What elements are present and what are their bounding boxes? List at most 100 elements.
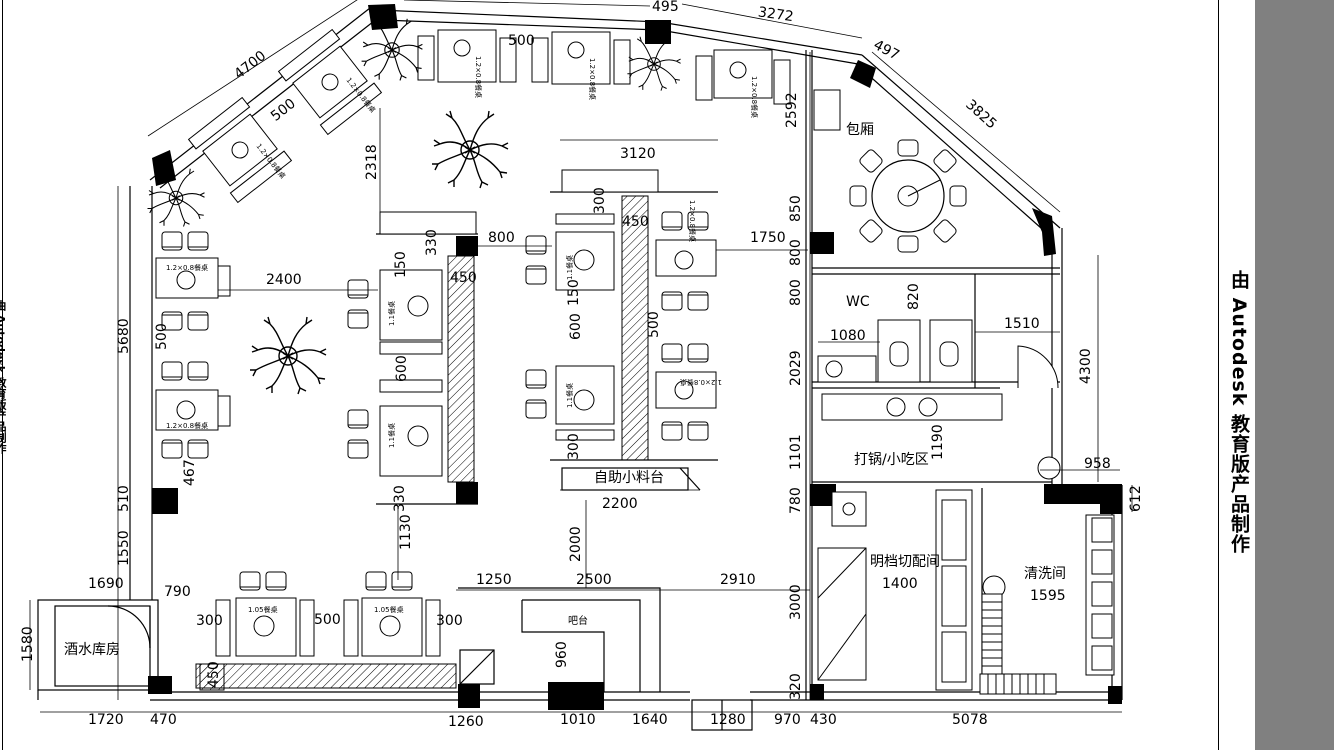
svg-text:320: 320	[788, 673, 804, 700]
svg-text:1250: 1250	[476, 572, 512, 588]
svg-text:300: 300	[436, 613, 463, 629]
svg-text:800: 800	[788, 279, 804, 306]
svg-text:1750: 1750	[750, 230, 786, 246]
label-wc: WC	[846, 294, 870, 310]
svg-text:495: 495	[652, 0, 679, 15]
svg-text:1.05餐桌: 1.05餐桌	[374, 605, 404, 614]
label-bar: 吧台	[568, 614, 588, 627]
svg-text:1510: 1510	[1004, 316, 1040, 332]
svg-text:2000: 2000	[568, 526, 584, 562]
svg-text:1.05餐桌: 1.05餐桌	[248, 605, 278, 614]
svg-text:150: 150	[566, 279, 582, 306]
svg-text:5680: 5680	[116, 318, 132, 354]
svg-text:1.1餐桌: 1.1餐桌	[565, 255, 574, 280]
svg-text:1.2×0.8餐桌: 1.2×0.8餐桌	[688, 200, 697, 242]
svg-text:300: 300	[592, 187, 608, 214]
svg-text:497: 497	[871, 37, 902, 64]
svg-text:1101: 1101	[788, 434, 804, 470]
structural-columns	[148, 4, 1122, 710]
hatched-wall-left	[447, 255, 475, 483]
svg-text:600: 600	[394, 355, 410, 382]
label-washing: 清洗间	[1024, 566, 1066, 582]
svg-text:1.2×0.8餐桌: 1.2×0.8餐桌	[588, 58, 597, 100]
svg-text:600: 600	[568, 313, 584, 340]
svg-text:500: 500	[646, 311, 662, 338]
svg-text:4700: 4700	[231, 48, 269, 83]
svg-text:2318: 2318	[364, 144, 380, 180]
hatched-wall-center	[621, 195, 649, 461]
svg-text:430: 430	[810, 712, 837, 728]
svg-text:1.1餐桌: 1.1餐桌	[565, 383, 574, 408]
svg-text:330: 330	[392, 485, 408, 512]
svg-text:150: 150	[393, 251, 409, 278]
svg-text:1400: 1400	[882, 576, 918, 592]
svg-text:500: 500	[154, 323, 170, 350]
svg-text:1.2×0.8餐桌: 1.2×0.8餐桌	[474, 56, 483, 98]
svg-text:470: 470	[150, 712, 177, 728]
svg-text:2029: 2029	[788, 350, 804, 386]
svg-text:3000: 3000	[788, 584, 804, 620]
dining-tables	[155, 28, 791, 657]
svg-text:1550: 1550	[116, 530, 132, 566]
svg-text:790: 790	[164, 584, 191, 600]
svg-text:500: 500	[508, 33, 535, 49]
svg-text:1640: 1640	[632, 712, 668, 728]
svg-text:612: 612	[1128, 485, 1144, 512]
drawing-right-border	[1218, 0, 1219, 750]
label-hotpot-snack: 打锅/小吃区	[854, 451, 929, 468]
svg-text:1260: 1260	[448, 714, 484, 730]
svg-text:2200: 2200	[602, 496, 638, 512]
svg-text:1.2×0.8餐桌: 1.2×0.8餐桌	[166, 263, 208, 272]
svg-text:1010: 1010	[560, 712, 596, 728]
svg-text:800: 800	[488, 230, 515, 246]
dimension-lines	[29, 0, 1133, 713]
svg-text:800: 800	[788, 239, 804, 266]
svg-text:1690: 1690	[88, 576, 124, 592]
svg-text:450: 450	[206, 661, 222, 688]
gray-margin-strip	[1255, 0, 1334, 750]
svg-text:1190: 1190	[930, 424, 946, 460]
hatched-wall-stub	[199, 663, 225, 691]
svg-text:510: 510	[116, 485, 132, 512]
label-self-service: 自助小料台	[594, 470, 664, 486]
svg-text:960: 960	[554, 641, 570, 668]
svg-text:5078: 5078	[952, 712, 988, 728]
left-edge-watermark: 由 Autodesk 教育版产品制作	[0, 300, 7, 455]
svg-text:958: 958	[1084, 456, 1111, 472]
svg-text:1280: 1280	[710, 712, 746, 728]
stairs	[979, 593, 1057, 695]
room-labels: 包厢 WC 打锅/小吃区 明档切配间 清洗间 酒水库房 自助小料台 吧台	[64, 122, 1066, 658]
svg-text:3272: 3272	[757, 4, 795, 25]
svg-text:500: 500	[314, 612, 341, 628]
svg-text:1580: 1580	[20, 626, 36, 662]
svg-text:4300: 4300	[1078, 348, 1094, 384]
svg-text:3120: 3120	[620, 146, 656, 162]
private-room-table	[813, 89, 967, 253]
svg-text:3825: 3825	[962, 97, 999, 133]
svg-text:330: 330	[424, 229, 440, 256]
svg-text:1595: 1595	[1030, 588, 1066, 604]
label-open-kitchen: 明档切配间	[870, 554, 940, 570]
label-wine-storage: 酒水库房	[64, 642, 120, 658]
svg-text:1720: 1720	[88, 712, 124, 728]
svg-text:2910: 2910	[720, 572, 756, 588]
svg-text:1080: 1080	[830, 328, 866, 344]
svg-text:450: 450	[622, 214, 649, 230]
svg-text:2400: 2400	[266, 272, 302, 288]
svg-text:2500: 2500	[576, 572, 612, 588]
svg-text:850: 850	[788, 195, 804, 222]
svg-text:1.2×0.8餐桌: 1.2×0.8餐桌	[750, 76, 759, 118]
svg-text:1.1餐桌: 1.1餐桌	[387, 423, 396, 448]
svg-text:300: 300	[196, 613, 223, 629]
svg-text:300: 300	[566, 433, 582, 460]
svg-text:2592: 2592	[784, 92, 800, 128]
svg-text:780: 780	[788, 487, 804, 514]
drawing-left-border	[2, 0, 3, 750]
svg-text:1.1餐桌: 1.1餐桌	[387, 301, 396, 326]
label-private-room: 包厢	[846, 122, 874, 138]
hatched-wall-bottom	[195, 663, 457, 689]
wc-fixtures	[817, 319, 1059, 421]
svg-text:450: 450	[450, 270, 477, 286]
svg-text:1.2×0.8餐桌: 1.2×0.8餐桌	[680, 378, 722, 387]
